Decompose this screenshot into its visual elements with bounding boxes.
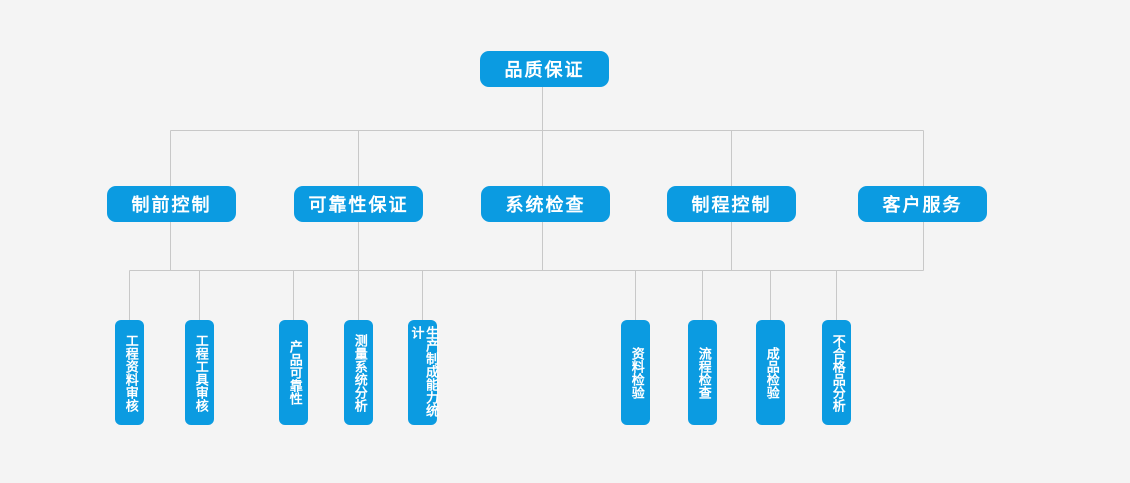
node-reliability-assurance: 可靠性保证 — [294, 186, 423, 222]
node-pre-production-control: 制前控制 — [107, 186, 236, 222]
node-measurement-system-analysis: 测量系统分析 — [344, 320, 373, 425]
node-engineering-data-review: 工程资料审核 — [115, 320, 144, 425]
node-quality-assurance: 品质保证 — [480, 51, 609, 87]
node-process-control: 制程控制 — [667, 186, 796, 222]
node-product-reliability: 产品可靠性 — [279, 320, 308, 425]
node-data-inspection: 资料检验 — [621, 320, 650, 425]
node-customer-service: 客户服务 — [858, 186, 987, 222]
node-system-inspection: 系统检查 — [481, 186, 610, 222]
node-engineering-tool-review: 工程工具审核 — [185, 320, 214, 425]
node-nonconforming-analysis: 不合格品分析 — [822, 320, 851, 425]
node-process-capability-statistics: 生产制成能力统计 — [408, 320, 438, 425]
node-process-check: 流程检查 — [688, 320, 717, 425]
node-finished-product-inspection: 成品检验 — [756, 320, 785, 425]
